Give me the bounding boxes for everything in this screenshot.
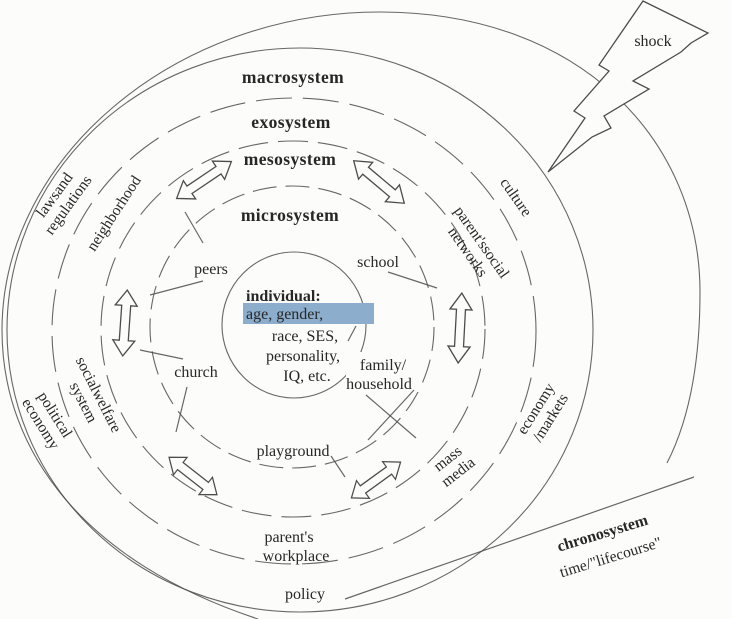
label-family-line2: household <box>346 376 412 393</box>
bidirectional-arrow <box>111 288 139 358</box>
link-line <box>367 389 415 441</box>
link-line <box>365 394 417 439</box>
label-macrosystem: macrosystem <box>242 67 344 87</box>
microsystem-boundary <box>149 185 435 469</box>
label-playground: playground <box>257 443 330 460</box>
label-parents-workplace-line2: workplace <box>263 548 330 565</box>
exosystem-boundary <box>51 97 537 565</box>
bidirectional-arrow <box>169 151 239 209</box>
mesosystem-boundary <box>100 140 486 518</box>
link-line <box>149 280 204 296</box>
label-political-economy: political economy <box>18 389 75 453</box>
label-family-line1: family/ <box>360 357 407 374</box>
label-individual-heading: individual: <box>246 288 321 305</box>
label-individual-iq: IQ, etc. <box>283 368 331 385</box>
individual-boundary <box>221 251 367 399</box>
label-economy-markets: economy /markets <box>514 380 572 445</box>
label-individual-race-ses: race, SES, <box>272 328 338 345</box>
chronosystem-timeline <box>344 476 695 600</box>
link-line <box>330 455 346 478</box>
link-line <box>139 349 184 360</box>
label-peers: peers <box>194 261 228 278</box>
label-mass-media: mass media <box>430 443 478 491</box>
link-line <box>175 386 188 433</box>
label-microsystem: microsystem <box>241 205 339 225</box>
label-exosystem: exosystem <box>251 112 330 132</box>
bidirectional-arrow <box>161 448 225 504</box>
label-policy: policy <box>285 586 325 603</box>
link-line <box>347 325 357 342</box>
link-line <box>184 211 204 244</box>
shock-lightning-bolt-icon <box>547 0 710 173</box>
macrosystem-boundary <box>6 47 594 613</box>
label-individual-age-gender: age, gender, <box>246 306 323 323</box>
chronosystem-outer-boundary <box>1 11 701 619</box>
bidirectional-arrow <box>446 291 474 365</box>
family-label-backing <box>346 352 420 392</box>
label-parents-social-networks: parent'ssocial networks <box>444 203 512 281</box>
label-parents-workplace-line1: parent's <box>264 529 313 546</box>
age-gender-highlight <box>243 303 374 324</box>
label-school: school <box>357 254 399 271</box>
label-individual-personality: personality, <box>266 348 340 365</box>
label-laws-regulations: lawsand regulations <box>33 169 96 238</box>
label-mesosystem: mesosystem <box>244 149 336 169</box>
label-shock: shock <box>634 33 671 50</box>
link-line <box>387 271 438 289</box>
label-church: church <box>174 364 218 381</box>
